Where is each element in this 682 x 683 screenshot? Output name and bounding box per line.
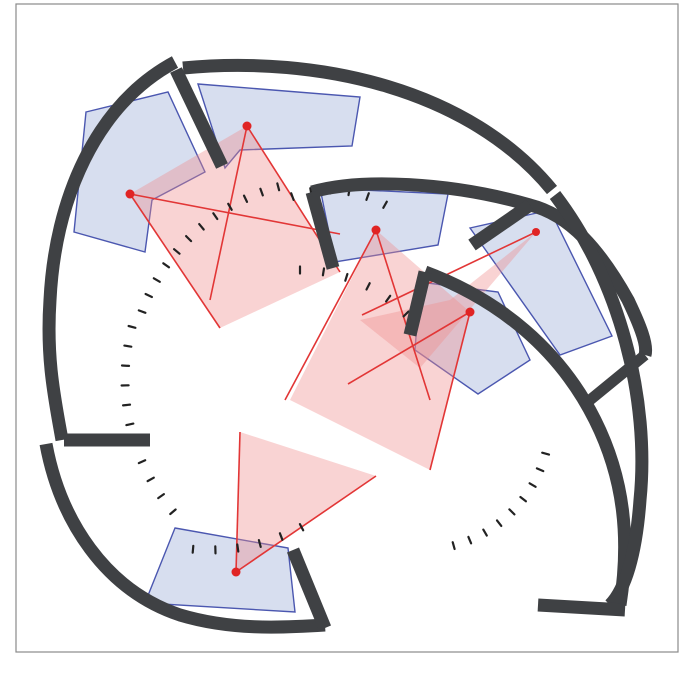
source-point <box>532 228 540 236</box>
tick-mark <box>126 424 133 426</box>
tick-mark <box>139 460 145 463</box>
tick-mark <box>193 546 194 553</box>
ray-fill-bottom <box>236 432 376 572</box>
tick-mark <box>530 483 536 487</box>
source-point <box>466 308 475 317</box>
tick-mark <box>154 278 160 282</box>
tick-mark <box>237 545 238 552</box>
source-point <box>126 190 135 199</box>
tick-mark <box>124 346 131 347</box>
tick-mark <box>123 405 130 406</box>
tick-mark <box>129 326 136 328</box>
source-point <box>372 226 381 235</box>
tick-mark <box>146 294 152 297</box>
tick-mark <box>139 310 146 312</box>
wall-bottom-right <box>538 605 625 610</box>
tick-mark <box>163 263 169 267</box>
tick-mark <box>468 537 471 543</box>
tick-mark <box>483 530 487 536</box>
tick-mark <box>323 268 324 275</box>
tick-mark <box>542 453 549 455</box>
tick-mark <box>497 520 501 526</box>
tick-mark <box>537 468 543 471</box>
tick-mark <box>158 494 164 498</box>
tick-mark <box>345 274 347 281</box>
source-point <box>243 122 252 131</box>
wall-bottom-end <box>293 550 325 628</box>
tick-mark <box>148 478 154 481</box>
tick-mark <box>453 542 455 549</box>
tick-mark <box>520 497 526 501</box>
tick-mark <box>170 510 175 515</box>
source-point <box>232 568 241 577</box>
tick-mark <box>509 509 514 514</box>
